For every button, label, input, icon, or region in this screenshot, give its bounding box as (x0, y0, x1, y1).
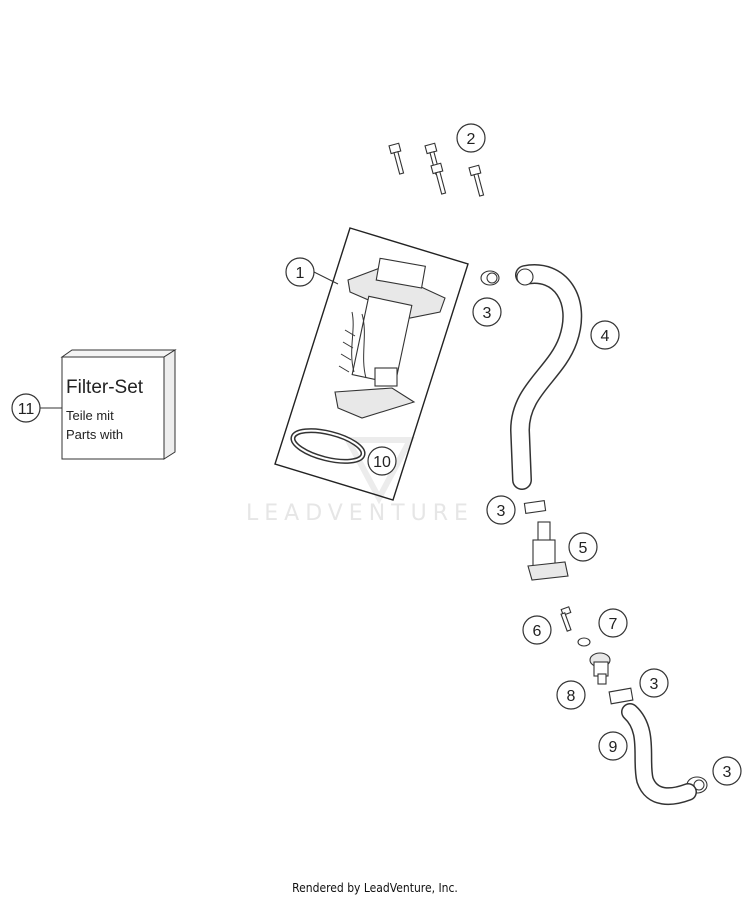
callout-8-label: 8 (567, 688, 576, 705)
part-3-clamp-top[interactable] (480, 270, 500, 286)
callout-4[interactable]: 4 (590, 320, 620, 350)
part-3-clamp-middle[interactable] (523, 500, 547, 514)
part-7-washer[interactable] (577, 637, 591, 647)
callout-3-bottom[interactable]: 3 (712, 756, 742, 786)
watermark: LEADVENTURE (246, 437, 474, 526)
callout-8[interactable]: 8 (556, 680, 586, 710)
callout-2-label: 2 (467, 131, 476, 148)
callout-3-top-label: 3 (483, 305, 492, 322)
filter-box-line1: Teile mit (66, 408, 114, 423)
filter-box-title: Filter-Set (66, 377, 144, 398)
part-4-hose[interactable] (509, 264, 583, 490)
part-1-fuel-pump[interactable] (334, 257, 446, 419)
footer-credit: Rendered by LeadVenture, Inc. (292, 881, 458, 895)
callout-1[interactable]: 1 (285, 257, 315, 287)
filter-box-line2: Parts with (66, 427, 123, 442)
callout-3-lower-label: 3 (650, 676, 659, 693)
callout-3-top[interactable]: 3 (472, 297, 502, 327)
callout-3-bottom-label: 3 (723, 764, 732, 781)
callout-11[interactable]: 11 (11, 393, 41, 423)
callout-3-lower[interactable]: 3 (639, 668, 669, 698)
callout-9[interactable]: 9 (598, 731, 628, 761)
callout-3-middle[interactable]: 3 (486, 495, 516, 525)
callout-7-label: 7 (609, 616, 618, 633)
callout-10-label: 10 (373, 454, 391, 471)
part-11-filter-box[interactable]: Filter-Set Teile mit Parts with (60, 349, 177, 460)
callout-4-label: 4 (601, 328, 610, 345)
part-2-screws[interactable] (388, 142, 486, 197)
callout-5[interactable]: 5 (568, 532, 598, 562)
callout-7[interactable]: 7 (598, 608, 628, 638)
callout-6-label: 6 (533, 623, 542, 640)
callout-1-label: 1 (296, 265, 305, 282)
part-6-screw[interactable] (560, 606, 572, 632)
part-9-hose[interactable] (621, 703, 697, 806)
part-10-o-ring[interactable] (290, 425, 366, 468)
callout-10[interactable]: 10 (367, 446, 397, 476)
callout-5-label: 5 (579, 540, 588, 557)
part-5-connector[interactable] (527, 521, 569, 581)
callout-2[interactable]: 2 (456, 123, 486, 153)
part-1-frame (274, 227, 469, 501)
callout-6[interactable]: 6 (522, 615, 552, 645)
callout-11-label: 11 (18, 401, 35, 418)
leader-lines (40, 271, 339, 409)
part-8-valve[interactable] (589, 652, 611, 685)
part-3-clamp-lower[interactable] (608, 687, 634, 705)
callout-9-label: 9 (609, 739, 618, 756)
watermark-text: LEADVENTURE (246, 501, 474, 526)
callout-3-middle-label: 3 (497, 503, 506, 520)
